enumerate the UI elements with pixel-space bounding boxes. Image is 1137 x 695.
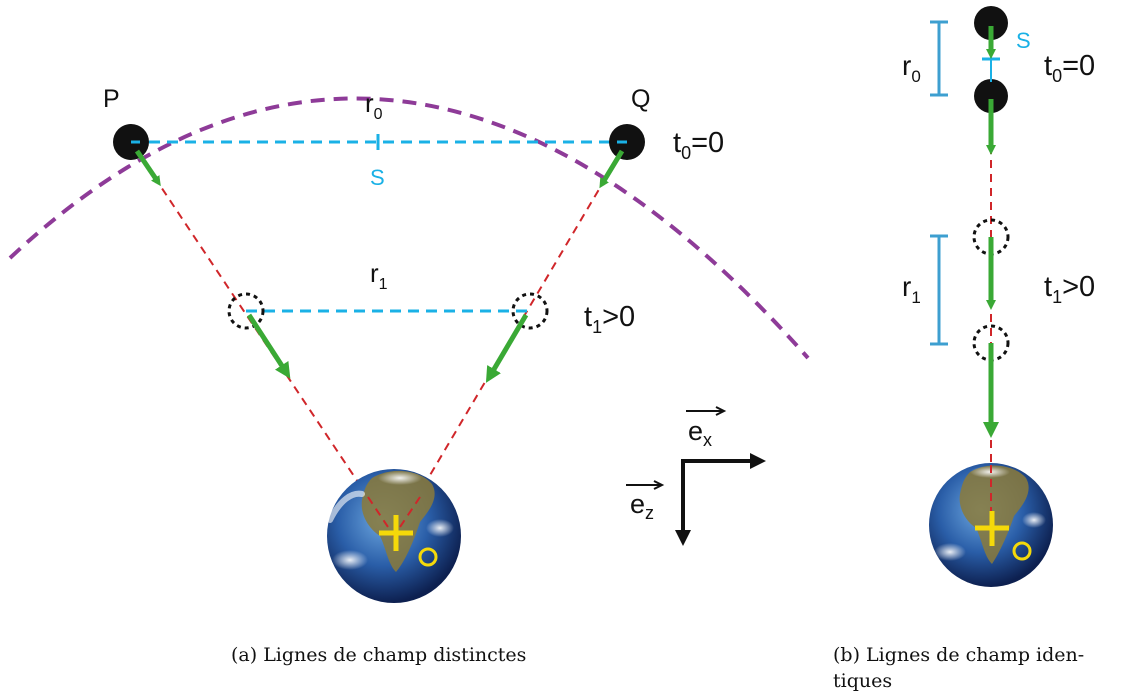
label-t0-b: t0=0: [1044, 50, 1095, 86]
label-t0: t0=0: [673, 127, 724, 163]
label-r1: r1: [370, 258, 388, 293]
label-ex: ex: [688, 416, 712, 450]
particle-b-bottom: [974, 79, 1008, 113]
bracket-r0: [930, 20, 948, 97]
panel-a: P Q r0 S t0=0 r1 t1>0 ex ez: [8, 85, 810, 603]
caption-a: (a) Lignes de champ distinctes: [231, 644, 527, 666]
field-line-p-over: [367, 496, 395, 537]
origin-marker-a: [379, 515, 438, 567]
origin-marker-b: [975, 511, 1032, 561]
label-ez: ez: [630, 489, 654, 523]
label-r0-b: r0: [902, 50, 921, 86]
label-p: P: [103, 85, 120, 113]
label-r1-b: r1: [902, 271, 921, 307]
velocity-arrow-p-t1: [246, 313, 291, 379]
trajectory-arc: [8, 96, 810, 360]
field-line-p: [130, 141, 395, 537]
axes-indicator: ex ez: [626, 406, 766, 546]
particle-b-top: [974, 6, 1008, 40]
bracket-r1: [930, 234, 948, 346]
velocity-arrow-p-t0: [134, 149, 161, 187]
panel-b: S r0 t0=0 r1 t1>0: [902, 6, 1095, 587]
velocity-arrow-q-t0: [599, 149, 625, 189]
label-t1-b: t1>0: [1044, 271, 1095, 307]
field-line-q-over: [393, 496, 421, 537]
caption-b-line1: (b) Lignes de champ iden-: [833, 644, 1085, 666]
label-s: S: [370, 165, 385, 190]
particle-p-t1: [227, 292, 265, 330]
particle-q-t1: [511, 292, 549, 330]
label-t1: t1>0: [584, 301, 635, 337]
label-s-b: S: [1016, 28, 1031, 53]
label-q: Q: [631, 85, 650, 113]
velocity-arrow-q-t1: [485, 313, 529, 383]
caption-b: (b) Lignes de champ iden- tiques: [833, 642, 1084, 694]
caption-b-line2: tiques: [833, 670, 893, 692]
label-r0: r0: [365, 88, 383, 123]
